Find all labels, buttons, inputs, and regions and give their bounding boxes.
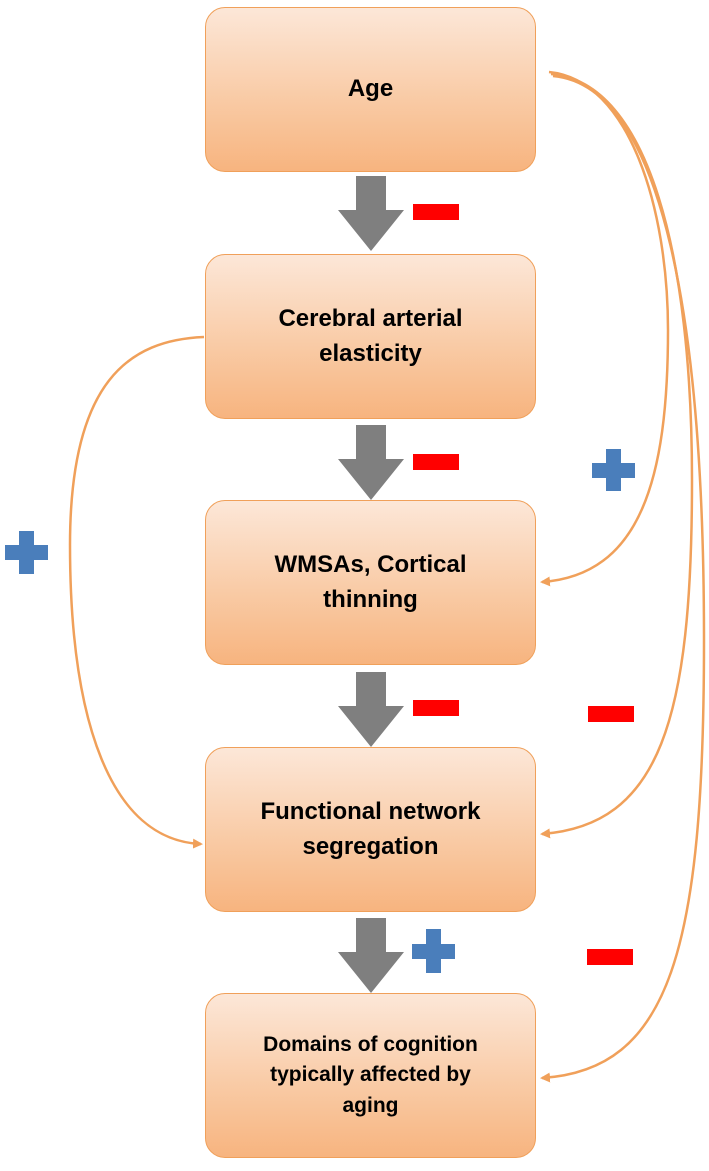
minus-sign-wmsas-to-segregation bbox=[413, 700, 459, 716]
curve-age-to-cognition bbox=[540, 74, 706, 1083]
node-domains-of-cognition: Domains of cognition typically affected … bbox=[205, 993, 536, 1158]
node-functional-network-segregation-label: Functional network segregation bbox=[260, 797, 481, 860]
node-age-label: Age bbox=[347, 75, 394, 103]
node-functional-network-segregation: Functional network segregation bbox=[205, 747, 536, 912]
node-age: Age bbox=[205, 7, 536, 172]
block-arrow-elasticity-to-wmsas bbox=[338, 425, 404, 500]
node-cerebral-arterial-elasticity: Cerebral arterial elasticity bbox=[205, 254, 536, 419]
plus-sign-elasticity-to-segregation bbox=[5, 531, 48, 574]
block-arrow-wmsas-to-segregation bbox=[338, 672, 404, 747]
curve-elasticity-to-segregation bbox=[68, 335, 205, 849]
block-arrow-segregation-to-cognition bbox=[338, 918, 404, 993]
block-arrow-age-to-elasticity bbox=[338, 176, 404, 251]
minus-sign-age-to-segregation bbox=[588, 706, 634, 722]
plus-sign-age-to-wmsas bbox=[592, 449, 635, 491]
node-wmsas-cortical-thinning: WMSAs, Cortical thinning bbox=[205, 500, 536, 665]
node-wmsas-cortical-thinning-label: WMSAs, Cortical thinning bbox=[274, 550, 467, 613]
minus-sign-age-to-elasticity bbox=[413, 204, 459, 220]
minus-sign-elasticity-to-wmsas bbox=[413, 454, 459, 470]
curve-age-to-segregation bbox=[540, 72, 694, 839]
curve-age-to-wmsas bbox=[540, 70, 670, 587]
plus-sign-segregation-to-cognition bbox=[412, 929, 455, 973]
node-cerebral-arterial-elasticity-label: Cerebral arterial elasticity bbox=[278, 304, 463, 367]
node-domains-of-cognition-label: Domains of cognition typically affected … bbox=[263, 1032, 478, 1117]
minus-sign-age-to-cognition bbox=[587, 949, 633, 965]
